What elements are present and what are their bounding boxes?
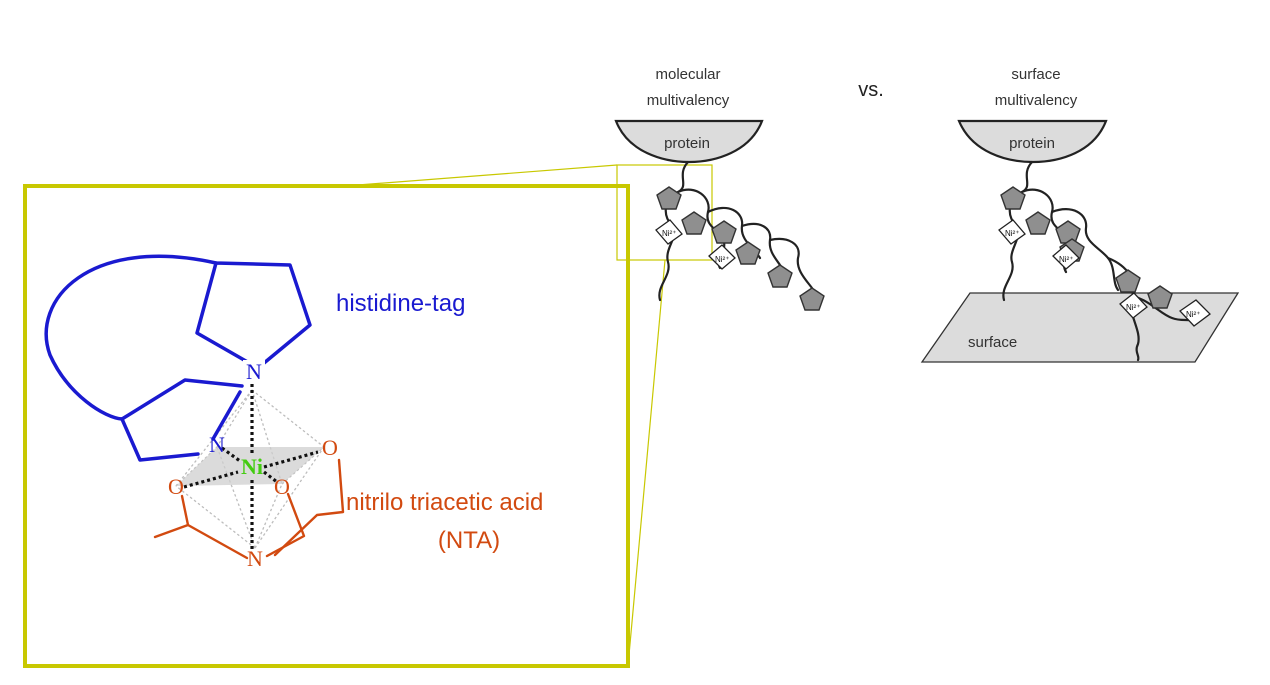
nta-label-line1: nitrilo triacetic acid (346, 489, 543, 516)
molecular-multivalency-panel: molecular multivalency protein Ni²⁺ Ni²⁺ (614, 66, 825, 311)
molecular-ni-1: Ni²⁺ (662, 229, 676, 238)
molecular-protein-label: protein (664, 135, 710, 152)
atom-o-left: O (168, 474, 184, 499)
atom-o-center: O (274, 474, 290, 499)
atom-n-mid: N (209, 432, 225, 457)
surface-ni-3: Ni²⁺ (1126, 303, 1140, 312)
vs-label: vs. (858, 79, 884, 101)
surface-multivalency-panel: surface multivalency protein surface Ni²… (920, 66, 1240, 363)
molecular-title-line1: molecular (655, 66, 720, 83)
molecular-title-line2: multivalency (647, 92, 730, 109)
atom-ni: Ni (241, 454, 263, 479)
molecular-ni-2: Ni²⁺ (715, 255, 729, 264)
surface-protein-label: protein (1009, 135, 1055, 152)
surface-ni-2: Ni²⁺ (1059, 255, 1073, 264)
chelate-structure: N N Ni O O O N (44, 254, 345, 571)
equatorial-plane (176, 447, 324, 486)
histidine-tag-label: histidine-tag (336, 290, 465, 317)
surface-title-line2: multivalency (995, 92, 1078, 109)
surface-label: surface (968, 334, 1017, 351)
zoom-callout (23, 164, 713, 668)
zoom-connector-bottom (627, 259, 666, 667)
atom-o-right: O (322, 435, 338, 460)
nta-label-line2: (NTA) (438, 527, 500, 554)
atom-n-bottom: N (247, 546, 263, 571)
zoom-frame (23, 184, 630, 668)
zoom-connector-top (344, 164, 618, 187)
histidine-bonds (44, 254, 312, 462)
atom-n-top: N (246, 359, 262, 384)
surface-ni-1: Ni²⁺ (1005, 229, 1019, 238)
zoom-source-box (616, 164, 713, 261)
coordination-bonds (183, 384, 319, 550)
surface-ni-4: Ni²⁺ (1186, 310, 1200, 319)
nta-bonds (153, 458, 345, 560)
surface-title-line1: surface (1011, 66, 1060, 83)
